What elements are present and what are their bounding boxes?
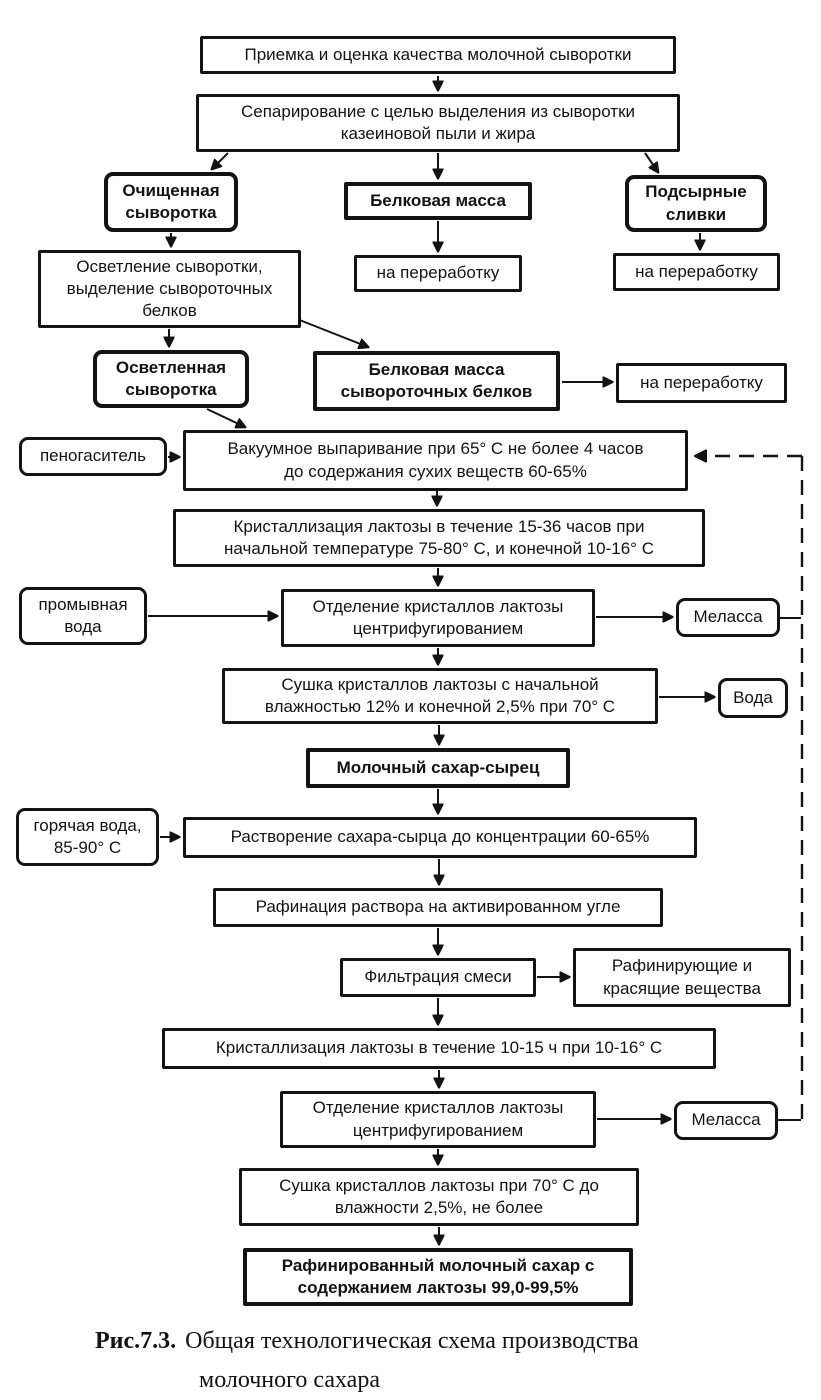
node-penogasitel: пеногаситель	[19, 437, 167, 476]
node-kristallizaciya-1: Кристаллизация лактозы в течение 15-36 ч…	[173, 509, 705, 567]
node-sushka-kristallov-2: Сушка кристаллов лактозы при 70° С до вл…	[239, 1168, 639, 1226]
node-na-pererabotku-1: на переработку	[354, 255, 522, 292]
node-rafiniruyushchie-veshchestva: Рафинирующие и красящие вещества	[573, 948, 791, 1007]
node-belkovaya-massa-syvorotochnyh-belkov: Белковая масса сывороточных белков	[313, 351, 560, 411]
node-promyvnaya-voda: промывная вода	[19, 587, 147, 645]
flow-arrow	[644, 152, 658, 172]
node-rastvorenie: Растворение сахара-сырца до концентрации…	[183, 817, 697, 858]
node-otdelenie-kristallov-2: Отделение кристаллов лактозы центрифугир…	[280, 1091, 596, 1148]
figure-caption: Рис.7.3. Общая технологическая схема прои…	[95, 1322, 775, 1400]
molasses-recycle-dashed-line	[696, 456, 804, 1120]
node-rafinaciya: Рафинация раствора на активированном угл…	[213, 888, 663, 927]
node-priemka: Приемка и оценка качества молочной сывор…	[200, 36, 676, 74]
node-vakuumnoe-vyparivanie: Вакуумное выпаривание при 65° С не более…	[183, 430, 688, 491]
caption-line2: молочного сахара	[199, 1367, 380, 1393]
node-goryachaya-voda: горячая вода, 85-90° С	[16, 808, 159, 866]
node-belkovaya-massa: Белковая масса	[344, 182, 532, 220]
node-osvetlenie: Осветление сыворотки, выделение сыворото…	[38, 250, 301, 328]
node-melassa-1: Меласса	[676, 598, 780, 637]
node-otdelenie-kristallov-1: Отделение кристаллов лактозы центрифугир…	[281, 589, 595, 647]
flow-arrow	[296, 318, 368, 347]
node-filtraciya: Фильтрация смеси	[340, 958, 536, 997]
figure-number: Рис.7.3.	[95, 1328, 177, 1354]
node-ochishchennaya-syvorotka: Очищенная сыворотка	[104, 172, 238, 232]
node-melassa-2: Меласса	[674, 1101, 778, 1140]
node-sushka-kristallov-1: Сушка кристаллов лактозы с начальной вла…	[222, 668, 658, 724]
node-kristallizaciya-2: Кристаллизация лактозы в течение 10-15 ч…	[162, 1028, 716, 1069]
node-molochny-sahar-syrec: Молочный сахар-сырец	[306, 748, 570, 788]
node-na-pererabotku-2: на переработку	[613, 253, 780, 291]
node-voda: Вода	[718, 678, 788, 718]
node-na-pererabotku-3: на переработку	[616, 363, 787, 403]
node-rafinirovanny-sahar: Рафинированный молочный сахар с содержан…	[243, 1248, 633, 1306]
caption-line1: Общая технологическая схема производства	[185, 1328, 639, 1354]
node-separirovanie: Сепарирование с целью выделения из сывор…	[196, 94, 680, 152]
node-osvetlennaya-syvorotka: Осветленная сыворотка	[93, 350, 249, 408]
flow-arrow	[212, 152, 229, 169]
node-podsyrnye-slivki: Подсырные сливки	[625, 175, 767, 232]
flow-arrow	[206, 408, 245, 427]
